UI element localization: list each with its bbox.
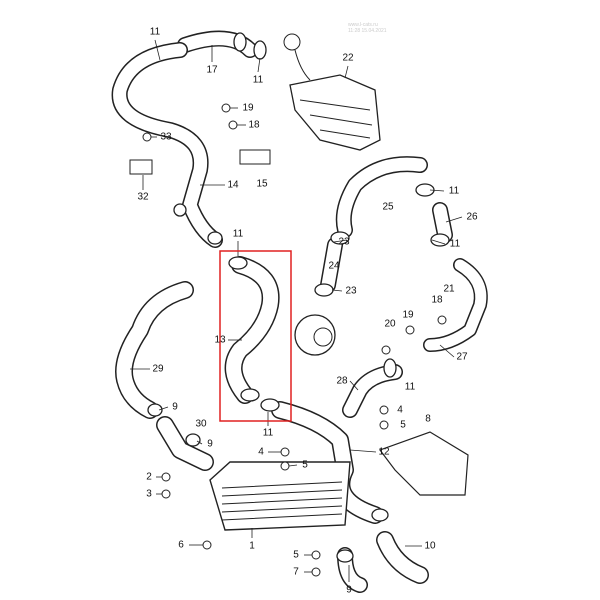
callout-label: 33 bbox=[160, 131, 172, 143]
callout-label: 9 bbox=[207, 438, 213, 450]
callout-label: 8 bbox=[425, 413, 431, 425]
pipe-12 bbox=[271, 401, 384, 524]
callout-label: 6 bbox=[178, 539, 184, 551]
callout-label: 26 bbox=[466, 211, 478, 223]
callout-label: 27 bbox=[456, 351, 468, 363]
intercooler-1 bbox=[209, 461, 351, 531]
pipe-28 bbox=[342, 364, 403, 418]
callout-label: 21 bbox=[443, 283, 455, 295]
pipe-30 bbox=[156, 416, 214, 471]
callout-label: 2 bbox=[146, 471, 152, 483]
callout-label: 11 bbox=[448, 185, 460, 197]
callout-label: 28 bbox=[336, 375, 348, 387]
callout-label: 11 bbox=[232, 228, 244, 240]
callout-label: 9 bbox=[172, 401, 178, 413]
pipe-10 bbox=[376, 531, 429, 584]
callout-label: 18 bbox=[431, 294, 443, 306]
callout-label: 11 bbox=[404, 381, 416, 393]
callout-label: 5 bbox=[293, 549, 299, 561]
callout-label: 19 bbox=[242, 102, 254, 114]
callout-label: 5 bbox=[302, 459, 308, 471]
pipe-24 bbox=[320, 237, 343, 293]
watermark-line: 11:28 15.04.2021 bbox=[348, 28, 387, 34]
pipe-17 bbox=[177, 30, 258, 58]
leader-lines bbox=[130, 39, 463, 582]
intake-manifold-22 bbox=[283, 33, 381, 151]
pipe-13 bbox=[224, 256, 280, 404]
callout-label: 4 bbox=[397, 404, 403, 416]
pipe-26 bbox=[432, 202, 453, 243]
callout-label: 25 bbox=[382, 201, 394, 213]
hose-clamps bbox=[147, 32, 450, 563]
callout-label: 3 bbox=[146, 488, 152, 500]
callout-label: 1 bbox=[249, 540, 255, 552]
callout-label: 30 bbox=[195, 418, 207, 430]
turbocharger bbox=[294, 314, 336, 356]
callout-label: 24 bbox=[328, 260, 340, 272]
watermark-line: www.l-cats.ru bbox=[348, 22, 378, 28]
callout-label: 11 bbox=[449, 238, 461, 250]
callout-label: 32 bbox=[137, 191, 149, 203]
callout-label: 23 bbox=[338, 236, 350, 248]
callout-label: 20 bbox=[384, 318, 396, 330]
callout-label: 9 bbox=[346, 584, 352, 596]
callout-label: 14 bbox=[227, 179, 239, 191]
callout-label: 11 bbox=[149, 26, 161, 38]
callout-label: 12 bbox=[378, 446, 390, 458]
callout-label: 17 bbox=[206, 64, 218, 76]
callout-label: 11 bbox=[252, 74, 264, 86]
highlight-box bbox=[219, 250, 292, 422]
callout-label: 13 bbox=[214, 334, 226, 346]
callout-label: 23 bbox=[345, 285, 357, 297]
callout-label: 22 bbox=[342, 52, 354, 64]
callout-label: 5 bbox=[400, 419, 406, 431]
callout-label: 18 bbox=[248, 119, 260, 131]
callout-label: 19 bbox=[402, 309, 414, 321]
pipe-29 bbox=[115, 281, 194, 419]
pipe-27 bbox=[423, 258, 488, 352]
bracket-8 bbox=[379, 431, 469, 496]
callout-label: 15 bbox=[256, 178, 268, 190]
pipe-25 bbox=[335, 156, 428, 238]
callout-label: 29 bbox=[152, 363, 164, 375]
pipe-14 bbox=[111, 42, 223, 248]
callout-label: 11 bbox=[262, 427, 274, 439]
callout-label: 4 bbox=[258, 446, 264, 458]
callout-label: 7 bbox=[293, 566, 299, 578]
callout-label: 10 bbox=[424, 540, 436, 552]
